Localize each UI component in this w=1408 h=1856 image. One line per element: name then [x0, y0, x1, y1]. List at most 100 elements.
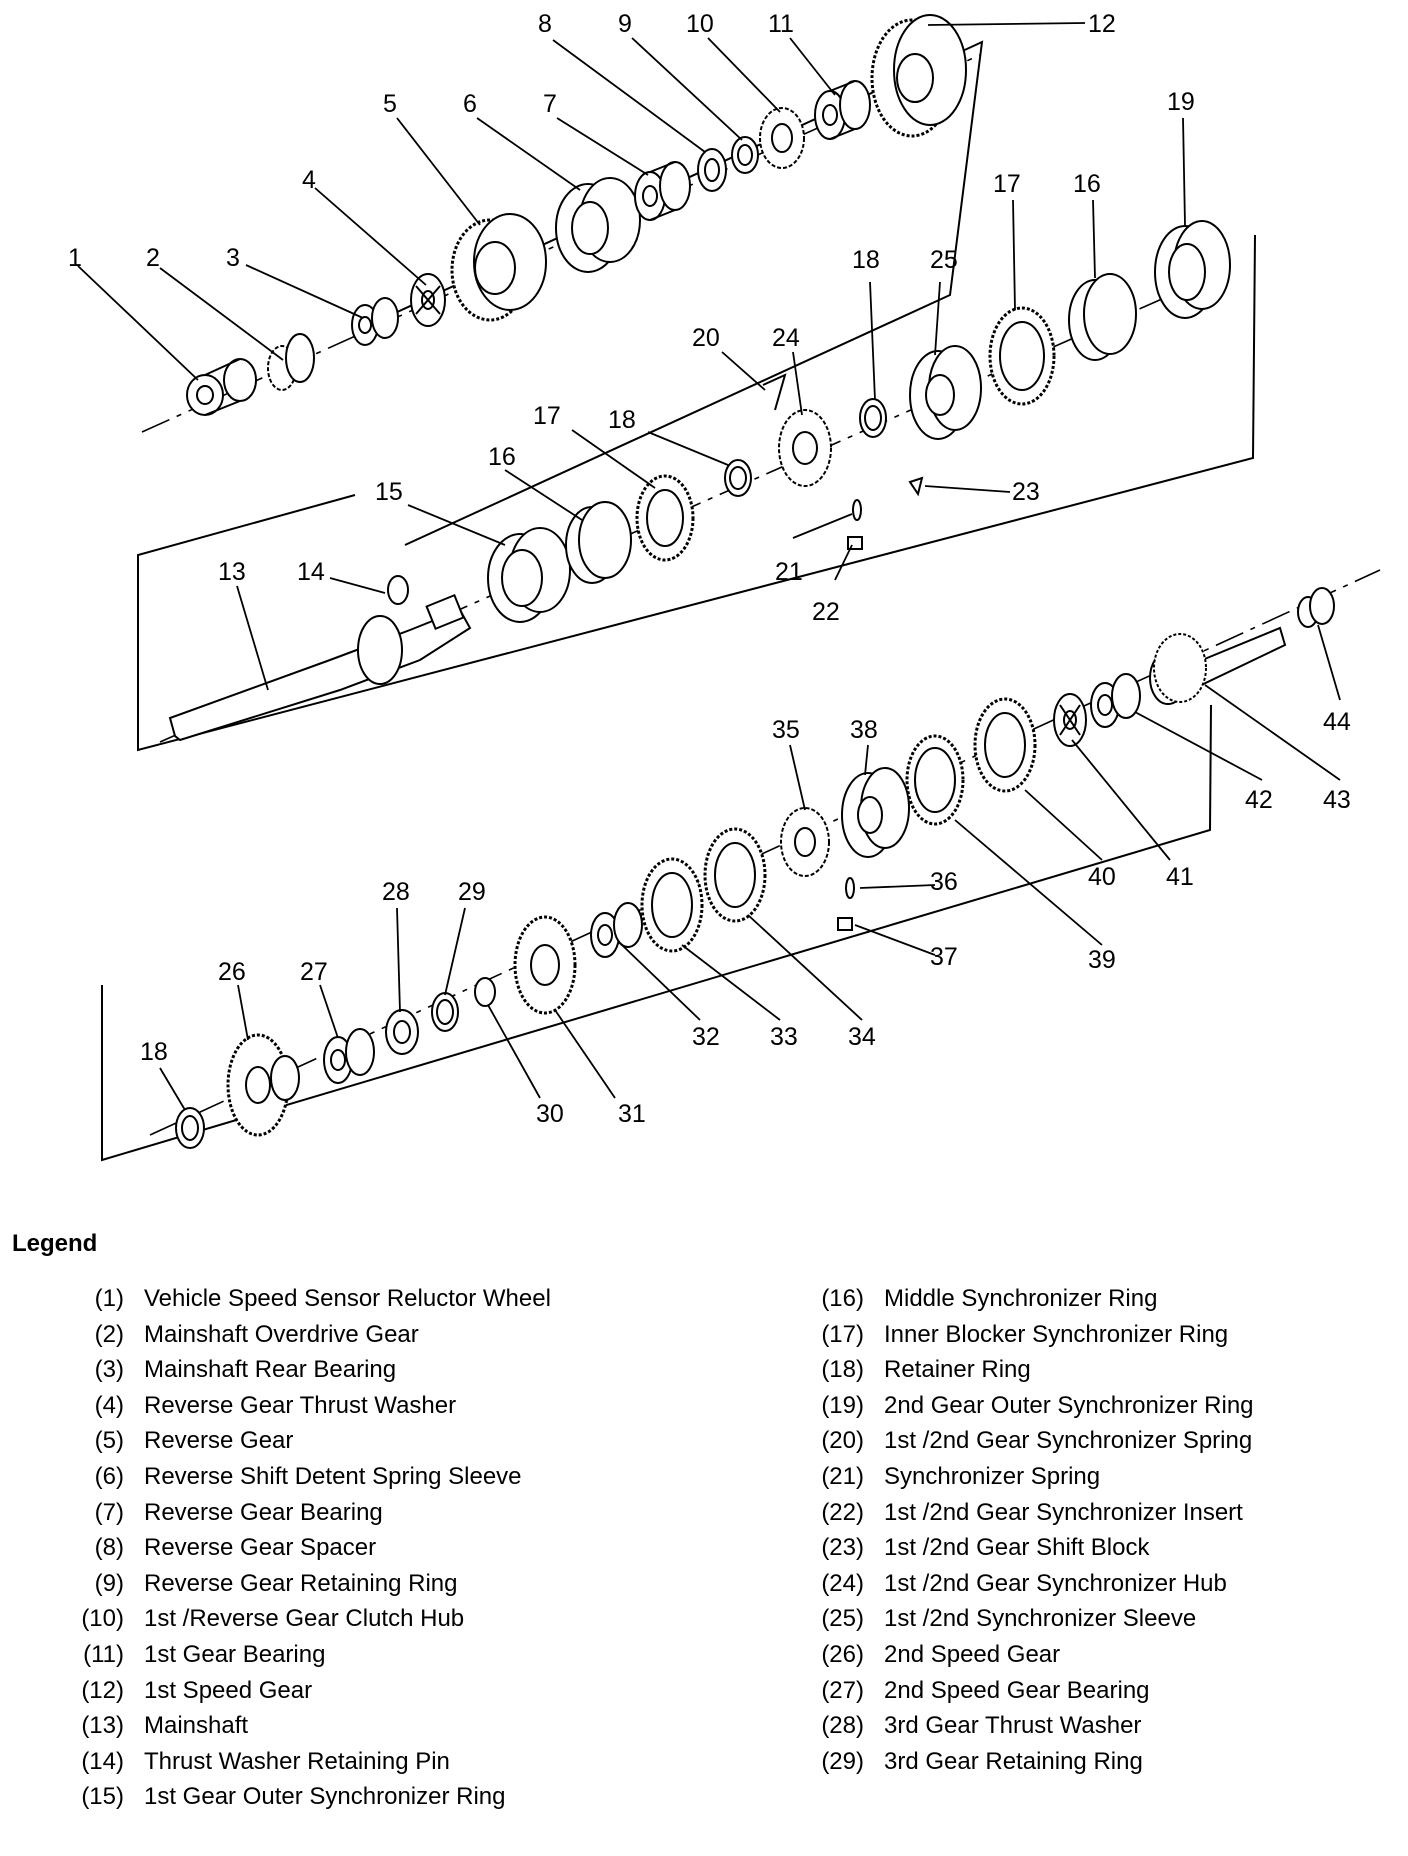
callout-30: 30: [536, 1100, 564, 1128]
legend-item-label: Reverse Gear Spacer: [144, 1534, 377, 1562]
legend-right-column: (16) Middle Synchronizer Ring (17)Inner Bl…: [800, 1284, 1254, 1782]
legend-item-label: Synchronizer Spring: [884, 1462, 1101, 1490]
legend-item-label: 1st /Reverse Gear Clutch Hub: [144, 1605, 465, 1633]
legend-item-label: 2nd Speed Gear: [884, 1640, 1061, 1668]
legend-item-label: Reverse Shift Detent Spring Sleeve: [144, 1462, 522, 1490]
legend-item-label: 1st Speed Gear: [144, 1676, 313, 1704]
legend-item: (11) 1st Gear Bearing: [60, 1640, 551, 1676]
exploded-view-diagram: 1 2 3 4 5 6 7 8 9 10 11 12 13 14 15 16 1…: [68, 10, 1381, 1162]
third-gear-thrust-washer-part: [385, 1009, 419, 1055]
legend-item-number: (10): [81, 1605, 124, 1633]
part-38-sleeve: [841, 767, 910, 858]
part-43-shaft: [1149, 626, 1287, 705]
rear-bearing-part: [351, 297, 399, 346]
callout-28: 28: [382, 878, 410, 906]
callout-2: 2: [146, 244, 160, 272]
legend-item-label: 3rd Gear Retaining Ring: [884, 1747, 1143, 1775]
callout-22: 22: [812, 598, 840, 626]
callout-24: 24: [772, 324, 800, 352]
legend-item: (24) 1st /2nd Gear Synchronizer Hub: [800, 1569, 1254, 1605]
retaining-ring-part: [731, 136, 759, 174]
legend-item-label: 2nd Gear Outer Synchronizer Ring: [884, 1391, 1254, 1419]
legend-item-number: (16): [821, 1285, 864, 1312]
part-33-ring: [640, 857, 704, 953]
legend-item: (17)Inner Blocker Synchronizer Ring: [800, 1320, 1254, 1356]
callout-4: 4: [302, 166, 316, 194]
legend-item-number: (22): [821, 1498, 864, 1526]
legend-item-label: 1st /2nd Gear Synchronizer Hub: [884, 1569, 1227, 1597]
legend-left-column: (1) Vehicle Speed Sensor Reluctor Wheel (2…: [60, 1284, 551, 1818]
callout-33: 33: [770, 1023, 798, 1051]
callout-36: 36: [930, 868, 958, 896]
legend-item-number: (6): [94, 1462, 124, 1490]
legend-item-number: (24): [821, 1569, 864, 1597]
thrust-washer-part: [410, 273, 446, 327]
reluctor-wheel-part: [186, 358, 257, 416]
sync-spring-small-part: [852, 499, 862, 521]
legend-item-label: Vehicle Speed Sensor Reluctor Wheel: [144, 1285, 551, 1312]
legend-item: (8) Reverse Gear Spacer: [60, 1533, 551, 1569]
callout-37: 37: [930, 943, 958, 971]
sync-sleeve-part: [909, 345, 982, 440]
legend-item: (19)2nd Gear Outer Synchronizer Ring: [800, 1391, 1254, 1427]
callout-19: 19: [1167, 88, 1195, 116]
callout-17-middle: 17: [533, 402, 561, 430]
legend-item: (28)3rd Gear Thrust Washer: [800, 1711, 1254, 1747]
legend-item-number: (18): [821, 1356, 864, 1384]
legend-item-number: (21): [821, 1462, 864, 1490]
legend-item: (22) 1st /2nd Gear Synchronizer Insert: [800, 1498, 1254, 1534]
legend-item-label: Middle Synchronizer Ring: [884, 1285, 1158, 1312]
part-42-bearing: [1090, 673, 1141, 728]
callout-41: 41: [1166, 863, 1194, 891]
legend-item-number: (29): [821, 1747, 864, 1775]
legend-item-label: 3rd Gear Thrust Washer: [884, 1712, 1142, 1740]
legend-item-label: 1st /2nd Synchronizer Sleeve: [884, 1605, 1197, 1633]
overdrive-gear-part: [267, 333, 315, 391]
legend-item: (2)Mainshaft Overdrive Gear: [60, 1320, 551, 1356]
legend-item: (3)Mainshaft Rear Bearing: [60, 1355, 551, 1391]
retainer-ring-lower-part: [175, 1107, 205, 1149]
sync-hub-part: [778, 409, 832, 487]
callout-25: 25: [930, 246, 958, 274]
legend-item: (16) Middle Synchronizer Ring: [800, 1284, 1254, 1320]
callout-20: 20: [692, 324, 720, 352]
callout-44: 44: [1323, 708, 1351, 736]
legend-item: (21) Synchronizer Spring: [800, 1462, 1254, 1498]
reverse-spacer-part: [697, 148, 727, 192]
callout-6: 6: [463, 90, 477, 118]
legend-item-number: (12): [81, 1676, 124, 1704]
third-gear-retaining-ring-part: [431, 992, 459, 1032]
legend-item-number: (9): [94, 1569, 124, 1597]
legend-item-label: Reverse Gear Bearing: [144, 1498, 383, 1526]
detent-sleeve-part: [555, 177, 641, 273]
callout-14: 14: [297, 558, 325, 586]
callout-32: 32: [692, 1023, 720, 1051]
legend-item-number: (11): [83, 1640, 124, 1668]
legend-item-label: 1st Gear Bearing: [144, 1640, 326, 1668]
callout-29: 29: [458, 878, 486, 906]
legend-item: (10) 1st /Reverse Gear Clutch Hub: [60, 1604, 551, 1640]
legend-item: (1) Vehicle Speed Sensor Reluctor Wheel: [60, 1284, 551, 1320]
part-37-insert: [837, 917, 853, 931]
callout-31: 31: [618, 1100, 646, 1128]
legend-item: (14)Thrust Washer Retaining Pin: [60, 1747, 551, 1783]
legend-item: (23)1st /2nd Gear Shift Block: [800, 1533, 1254, 1569]
legend-item-number: (8): [94, 1534, 124, 1562]
legend-item: (12) 1st Speed Gear: [60, 1676, 551, 1712]
part-30-ring: [474, 977, 496, 1007]
callout-13: 13: [218, 558, 246, 586]
legend-item-label: 1st /2nd Gear Synchronizer Insert: [884, 1498, 1243, 1526]
legend-item-label: Thrust Washer Retaining Pin: [144, 1747, 450, 1775]
outer-sync-ring-right-part: [1154, 220, 1231, 319]
legend-item-number: (2): [94, 1320, 124, 1348]
legend-item-label: Reverse Gear: [144, 1427, 294, 1455]
legend-item: (13)Mainshaft: [60, 1711, 551, 1747]
legend-item-number: (4): [94, 1391, 124, 1419]
legend-item: (5)Reverse Gear: [60, 1426, 551, 1462]
legend-item-label: Inner Blocker Synchronizer Ring: [884, 1320, 1229, 1348]
legend-item-number: (1): [94, 1285, 124, 1312]
callout-38: 38: [850, 716, 878, 744]
part-41-washer: [1053, 693, 1087, 747]
legend-item: (20)1st /2nd Gear Synchronizer Spring: [800, 1426, 1254, 1462]
legend-item-label: Mainshaft Rear Bearing: [144, 1356, 397, 1384]
